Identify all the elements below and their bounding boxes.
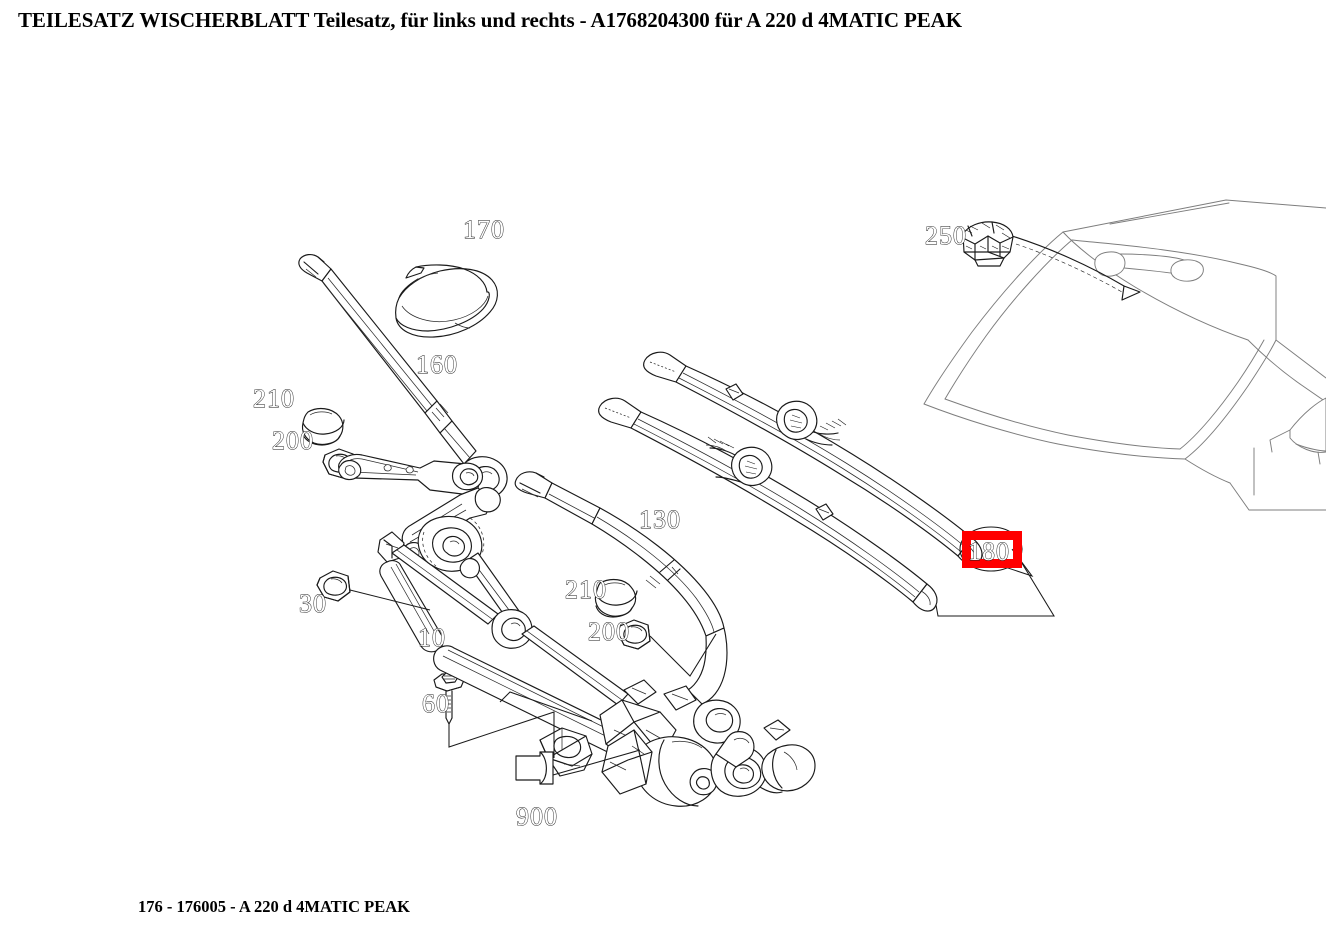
highlight-rectangle: [962, 531, 1022, 568]
part-900-direction-marker[interactable]: [515, 751, 554, 785]
callout-200-upper-label[interactable]: 200: [272, 426, 314, 456]
callout-250-label[interactable]: 250: [925, 221, 967, 251]
part-130-wiper-arm-right[interactable]: [514, 471, 741, 751]
callout-180-label[interactable]: 180: [968, 537, 1010, 567]
part-180-wiper-blade-set[interactable]: [598, 351, 983, 612]
part-170-arm-cover[interactable]: [395, 264, 498, 338]
page-title: TEILESATZ WISCHERBLATT Teilesatz, für li…: [18, 8, 962, 32]
callout-130-label[interactable]: 130: [639, 505, 681, 535]
callout-900-label[interactable]: 900: [516, 802, 558, 832]
callout-160-label[interactable]: 160: [416, 350, 458, 380]
part-200-hex-nut-lower[interactable]: [617, 619, 651, 650]
callout-170-label[interactable]: 170: [463, 215, 505, 245]
leader-200-lower: [649, 633, 717, 677]
diagram-canvas: 170 160 210 200 250 130 210 200 30 10 60…: [0, 40, 1326, 900]
callout-labels: 170 160 210 200 250 130 210 200 30 10 60…: [253, 215, 967, 832]
highlighted-callout-180[interactable]: 180: [962, 531, 1022, 568]
page-footer: 176 - 176005 - A 220 d 4MATIC PEAK: [138, 897, 410, 916]
callout-30-label[interactable]: 30: [299, 589, 327, 619]
callout-210-upper-label[interactable]: 210: [253, 384, 295, 414]
callout-210-lower-label[interactable]: 210: [565, 575, 607, 605]
car-windshield-illustration: [923, 199, 1326, 511]
wiper-blade-lower[interactable]: [598, 397, 938, 612]
leader-180-lower: [935, 559, 1055, 617]
part-210-cap-cover-upper[interactable]: [301, 407, 345, 446]
leader-30: [349, 589, 431, 611]
sensor-pointer-arrow: [1011, 235, 1141, 301]
leader-60: [448, 711, 555, 758]
part-30-pivot-nut[interactable]: [316, 570, 351, 602]
callout-10-label[interactable]: 10: [418, 623, 446, 653]
part-250-rain-sensor[interactable]: [962, 221, 1014, 267]
callout-200-lower-label[interactable]: 200: [588, 617, 630, 647]
leader-10: [499, 691, 593, 722]
part-210-cap-cover-lower[interactable]: [594, 578, 638, 618]
leader-900: [552, 749, 641, 776]
callout-60-label[interactable]: 60: [422, 689, 450, 719]
